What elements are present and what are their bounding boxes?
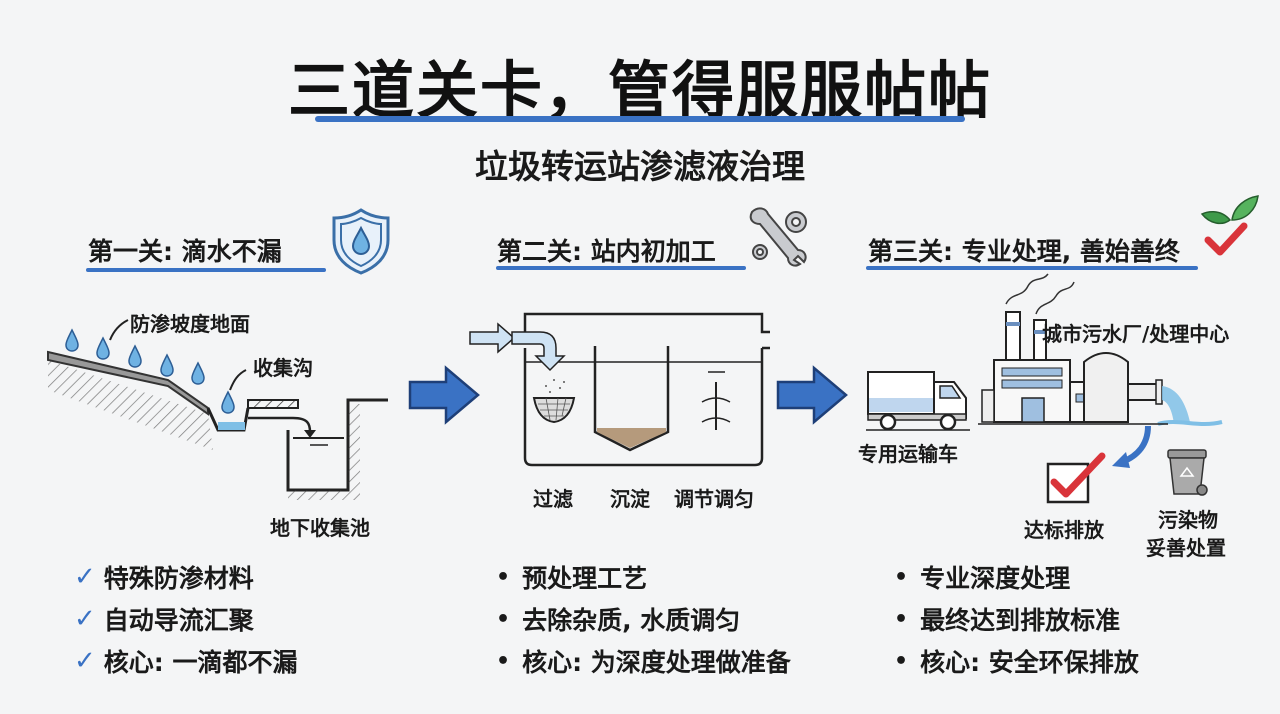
list-item: •最终达到排放标准 — [894, 606, 1121, 635]
stage-1-bullets: ✓特殊防渗材料 ✓自动导流汇聚 ✓核心: 一滴都不漏 — [74, 556, 298, 682]
trench-water — [218, 422, 245, 430]
bullet-dot-icon: • — [894, 564, 909, 590]
stage-1-underline — [86, 268, 326, 272]
check-icon: ✓ — [74, 604, 96, 634]
stage-1-title: 第一关: 滴水不漏 — [88, 237, 282, 266]
check-icon: ✓ — [74, 646, 96, 676]
stage-3-title: 第三关: 专业处理, 善始善终 — [868, 237, 1180, 266]
list-item: •去除杂质, 水质调匀 — [496, 606, 741, 635]
list-item: ✓核心: 一滴都不漏 — [74, 646, 298, 677]
underground-pool — [286, 398, 388, 492]
stage-2-underline — [496, 266, 746, 270]
truck-label: 专用运输车 — [858, 442, 958, 466]
stage-2-title: 第二关: 站内初加工 — [497, 237, 716, 266]
subtitle: 垃圾转运站渗滤液治理 — [475, 147, 805, 186]
flow-arrow-1-icon — [408, 365, 480, 425]
title-underline — [315, 116, 965, 122]
stage-1-diagram — [47, 319, 388, 500]
shield-water-drop-icon — [332, 208, 390, 275]
check-icon: ✓ — [74, 562, 96, 592]
bullet-dot-icon: • — [496, 648, 511, 674]
adjust-label: 调节调匀 — [674, 487, 754, 511]
bullet-dot-icon: • — [894, 606, 909, 632]
discharge-label: 达标排放 — [1024, 518, 1104, 542]
slope-label: 防渗坡度地面 — [130, 312, 250, 336]
stage-3-underline — [866, 266, 1198, 270]
waste-label-line1: 污染物 — [1158, 508, 1218, 532]
filter-label: 过滤 — [533, 487, 573, 511]
flow-arrow — [292, 416, 312, 433]
flow-arrow-2-icon — [776, 365, 848, 425]
main-title: 三道关卡，管得服服帖帖 — [287, 54, 992, 127]
list-item: •核心: 安全环保排放 — [894, 648, 1139, 677]
pool-label: 地下收集池 — [270, 516, 370, 540]
stage-2-bullets: •预处理工艺 •去除杂质, 水质调匀 •核心: 为深度处理做准备 — [496, 556, 791, 682]
list-item: •核心: 为深度处理做准备 — [496, 648, 791, 677]
settle-label: 沉淀 — [610, 487, 650, 511]
list-item: •专业深度处理 — [894, 564, 1071, 593]
stage-3-bullets: •专业深度处理 •最终达到排放标准 •核心: 安全环保排放 — [894, 556, 1139, 682]
curved-arrow-icon — [1112, 425, 1151, 468]
stage-2-tank-diagram — [469, 312, 770, 467]
bullet-dot-icon: • — [894, 648, 909, 674]
treatment-plant-icon — [978, 273, 1223, 426]
list-item: ✓特殊防渗材料 — [74, 562, 254, 593]
water-drops — [65, 328, 235, 414]
settling-tank — [593, 346, 670, 452]
waste-label-line2: 妥善处置 — [1146, 536, 1226, 560]
truck-icon — [866, 371, 970, 431]
discharge-check-icon — [1046, 452, 1106, 504]
list-item: ✓自动导流汇聚 — [74, 604, 254, 635]
recycle-bin-icon — [1167, 449, 1208, 496]
list-item: •预处理工艺 — [496, 564, 648, 593]
plant-label: 城市污水厂/处理中心 — [1042, 322, 1230, 346]
leaf-check-icon — [1200, 195, 1259, 256]
bullet-dot-icon: • — [496, 606, 511, 632]
wrench-gears-icon — [749, 207, 807, 267]
trench-label: 收集沟 — [253, 356, 313, 380]
bullet-dot-icon: • — [496, 564, 511, 590]
